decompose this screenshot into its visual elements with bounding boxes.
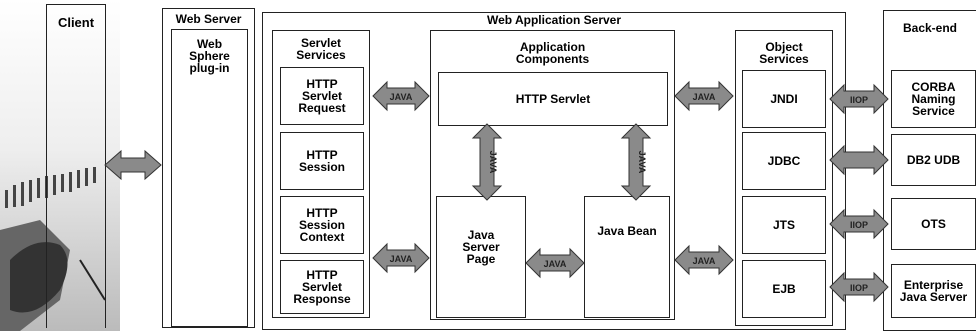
db2-udb-box: DB2 UDB — [891, 134, 976, 186]
back-end-title: Back-end — [902, 21, 958, 35]
corba-naming-service-box: CORBA Naming Service — [891, 70, 976, 128]
enterprise-java-server-box: Enterprise Java Server — [891, 264, 976, 318]
http-session-context: HTTP Session Context — [280, 196, 364, 254]
was-title: Web Application Server — [486, 13, 622, 27]
jdbc-box: JDBC — [742, 132, 826, 190]
arrow-label-iiop-2: IIOP — [850, 220, 868, 230]
java-server-page-box: Java Server Page — [436, 196, 526, 318]
object-services-title: Object Services — [759, 40, 809, 66]
http-servlet-request: HTTP Servlet Request — [280, 67, 364, 125]
jndi-box: JNDI — [742, 70, 826, 128]
http-servlet-box: HTTP Servlet — [438, 72, 668, 126]
http-session: HTTP Session — [280, 132, 364, 190]
java-bean-box: Java Bean — [584, 196, 670, 318]
ejb-box: EJB — [742, 260, 826, 318]
websphere-plugin: Web Sphere plug-in — [171, 29, 248, 327]
arrow-label-iiop-1: IIOP — [850, 95, 868, 105]
servlet-services-title: Servlet Services — [296, 36, 346, 62]
ots-box: OTS — [891, 198, 976, 250]
application-components-title: Application Components — [515, 40, 590, 66]
client-column: Client — [46, 4, 106, 328]
web-server: Web Server Web Sphere plug-in — [162, 8, 255, 328]
http-servlet-response: HTTP Servlet Response — [280, 260, 364, 314]
client-title: Client — [57, 15, 95, 30]
arrow-label-iiop-3: IIOP — [850, 283, 868, 293]
websphere-plugin-label: Web Sphere plug-in — [189, 37, 230, 75]
web-server-title: Web Server — [175, 12, 242, 26]
jts-box: JTS — [742, 196, 826, 254]
client-photo — [0, 0, 120, 331]
